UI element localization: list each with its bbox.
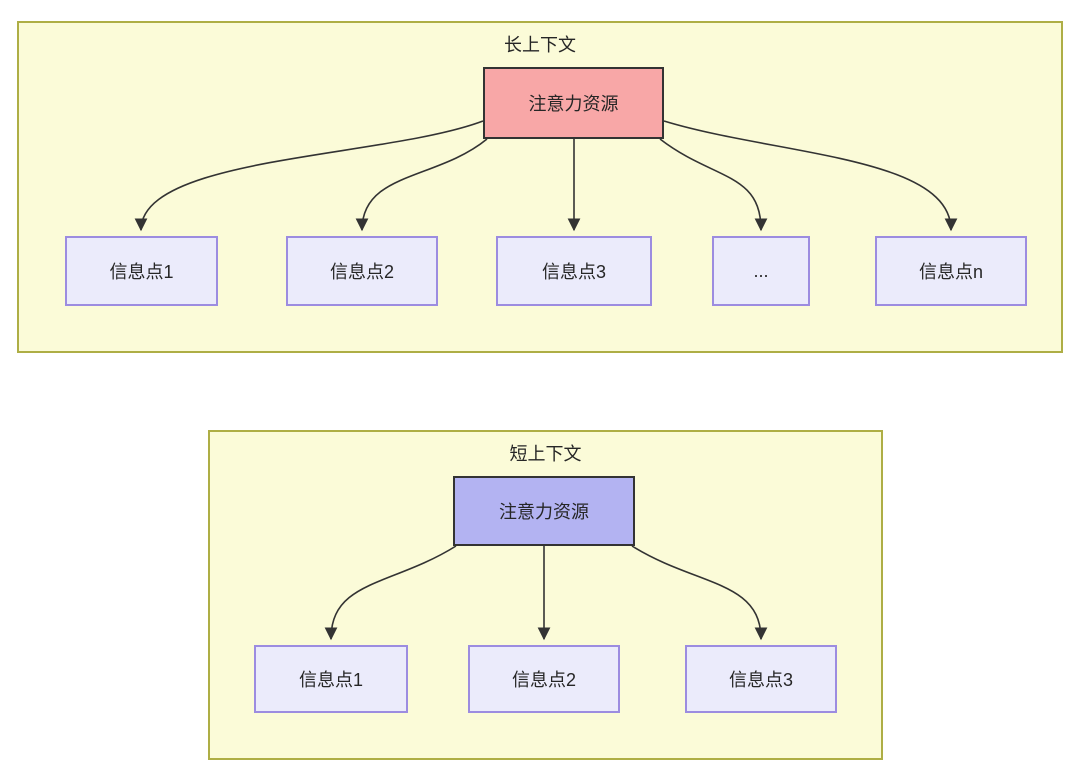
- short-node-1-label: 信息点1: [298, 670, 363, 690]
- short-attention-hub-label: 注意力资源: [499, 502, 589, 522]
- long-node-3: 信息点3: [496, 236, 652, 306]
- short-node-2-label: 信息点2: [511, 670, 576, 690]
- short-node-3: 信息点3: [685, 645, 837, 713]
- long-attention-hub-label: 注意力资源: [528, 94, 619, 114]
- long-node-ellipsis-label: ...: [753, 260, 769, 281]
- short-attention-hub: 注意力资源: [453, 476, 635, 546]
- short-node-1: 信息点1: [254, 645, 408, 713]
- long-node-2: 信息点2: [286, 236, 438, 306]
- long-attention-hub: 注意力资源: [483, 67, 664, 139]
- long-node-ellipsis: ...: [712, 236, 810, 306]
- long-context-title: 长上下文: [504, 35, 576, 55]
- long-node-n: 信息点n: [875, 236, 1027, 306]
- long-node-1: 信息点1: [65, 236, 218, 306]
- long-node-1-label: 信息点1: [109, 262, 174, 282]
- short-node-2: 信息点2: [468, 645, 620, 713]
- long-node-3-label: 信息点3: [541, 262, 606, 282]
- short-context-title: 短上下文: [509, 444, 582, 464]
- long-node-n-label: 信息点n: [918, 262, 983, 282]
- short-node-3-label: 信息点3: [728, 670, 793, 690]
- long-node-2-label: 信息点2: [329, 262, 394, 282]
